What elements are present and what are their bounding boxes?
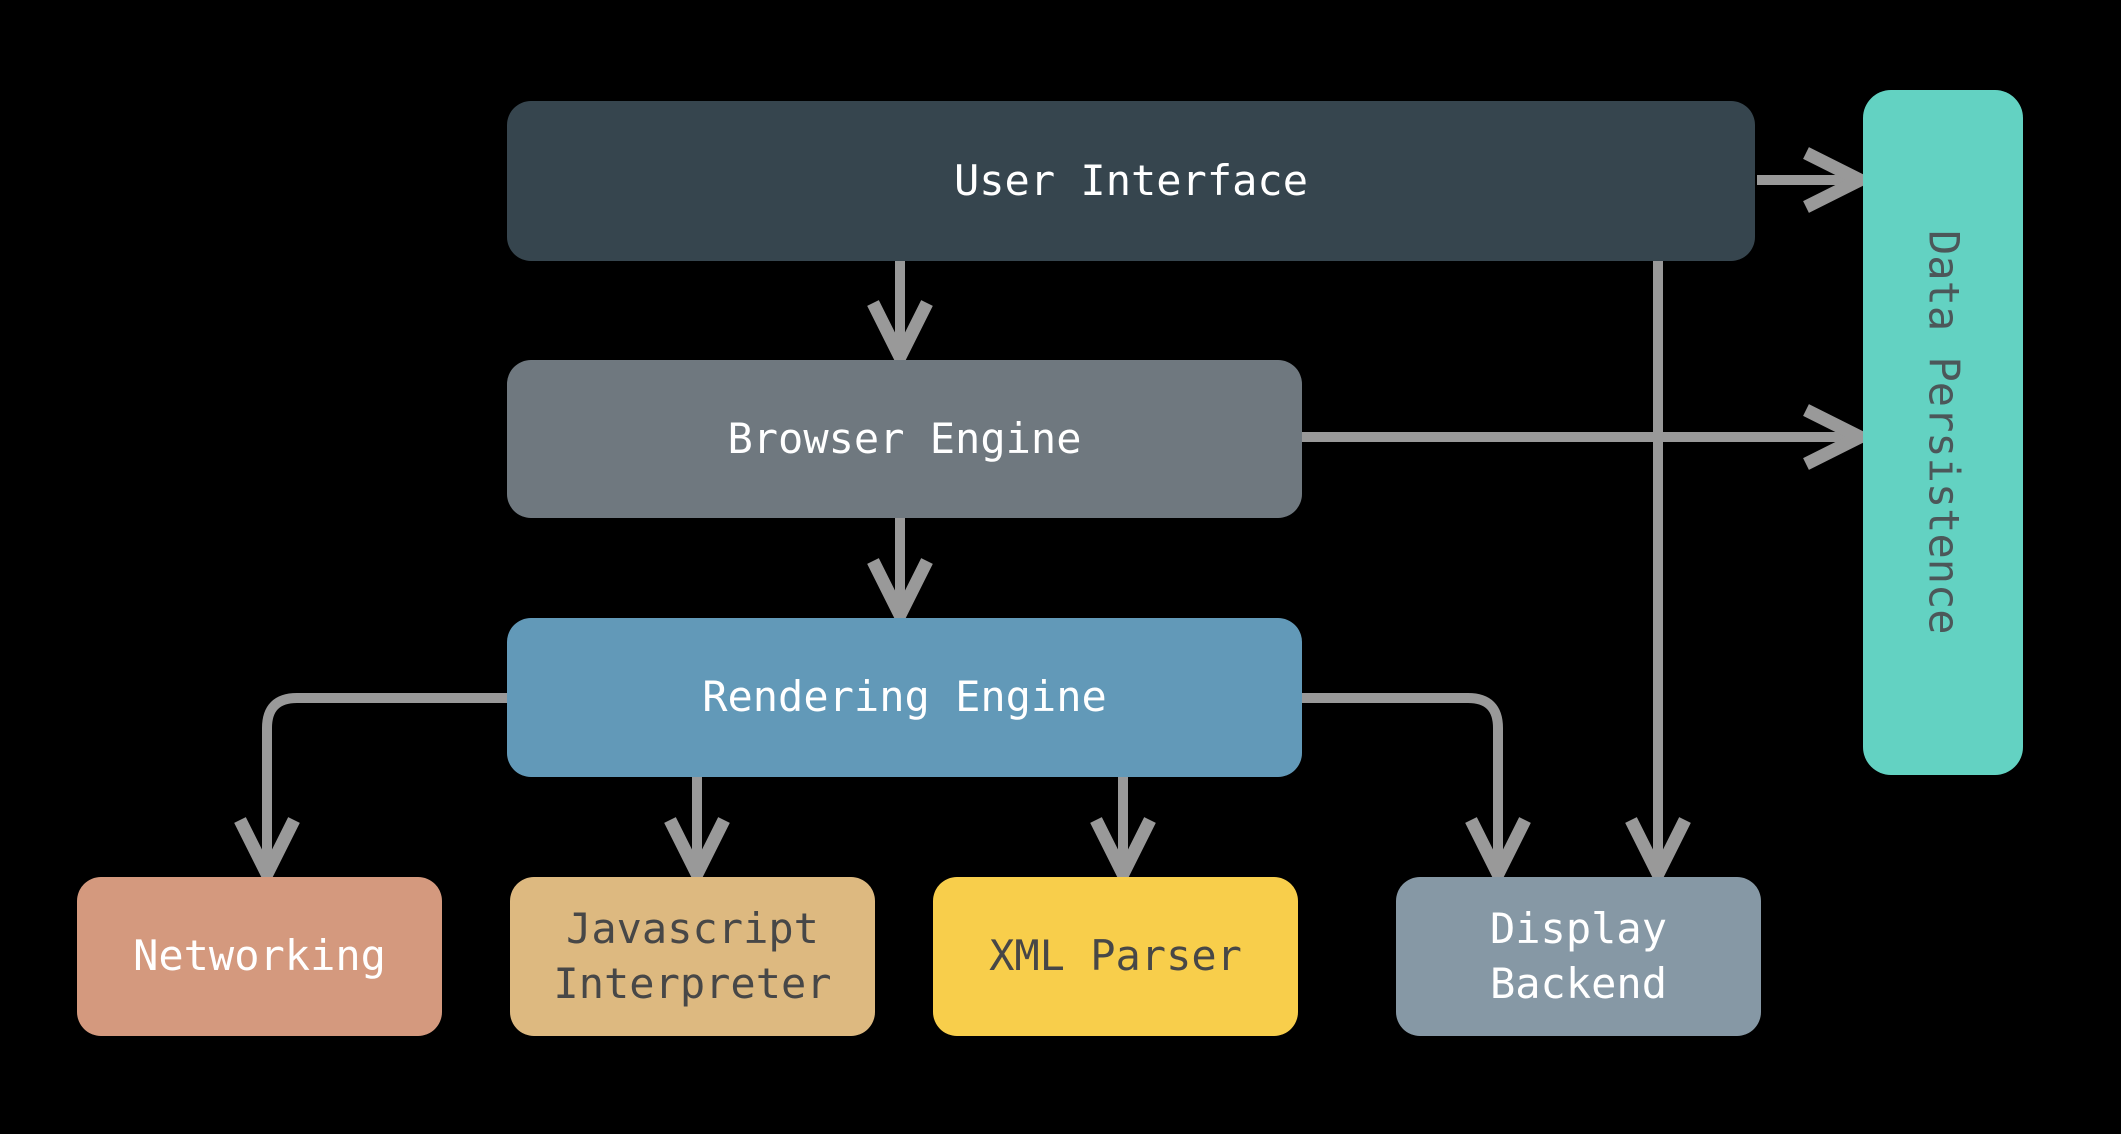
- node-display-backend: Display Backend: [1396, 877, 1761, 1036]
- node-networking-label: Networking: [133, 931, 386, 981]
- node-xml-parser-label: XML Parser: [989, 931, 1242, 981]
- node-browser-engine: Browser Engine: [507, 360, 1302, 518]
- node-data-persistence: Data Persistence: [1863, 90, 2023, 775]
- edge-browser-engine-to-data-persistence: [1302, 404, 1875, 470]
- edge-rendering-engine-to-xml-parser: [1090, 777, 1156, 889]
- node-xml-parser: XML Parser: [933, 877, 1298, 1036]
- node-rendering-engine-label: Rendering Engine: [702, 672, 1107, 722]
- edge-user-interface-to-data-persistence: [1757, 147, 1875, 213]
- edge-rendering-engine-to-javascript-interpreter: [664, 777, 730, 889]
- node-rendering-engine: Rendering Engine: [507, 618, 1302, 777]
- node-user-interface-label: User Interface: [953, 155, 1308, 205]
- edge-browser-engine-to-rendering-engine: [867, 518, 933, 630]
- edge-rendering-engine-to-networking: [234, 693, 507, 889]
- node-networking: Networking: [77, 877, 442, 1036]
- edge-user-interface-to-browser-engine: [867, 261, 933, 372]
- edge-rendering-engine-to-display-backend: [1302, 693, 1531, 889]
- node-data-persistence-label: Data Persistence: [1919, 230, 1969, 635]
- node-user-interface: User Interface: [507, 101, 1755, 261]
- node-browser-engine-label: Browser Engine: [727, 413, 1082, 463]
- node-display-backend-label: Display Backend: [1489, 903, 1667, 1008]
- edge-user-interface-to-display-backend: [1625, 261, 1691, 889]
- node-javascript-interpreter: Javascript Interpreter: [510, 877, 875, 1036]
- node-javascript-interpreter-label: Javascript Interpreter: [553, 903, 832, 1008]
